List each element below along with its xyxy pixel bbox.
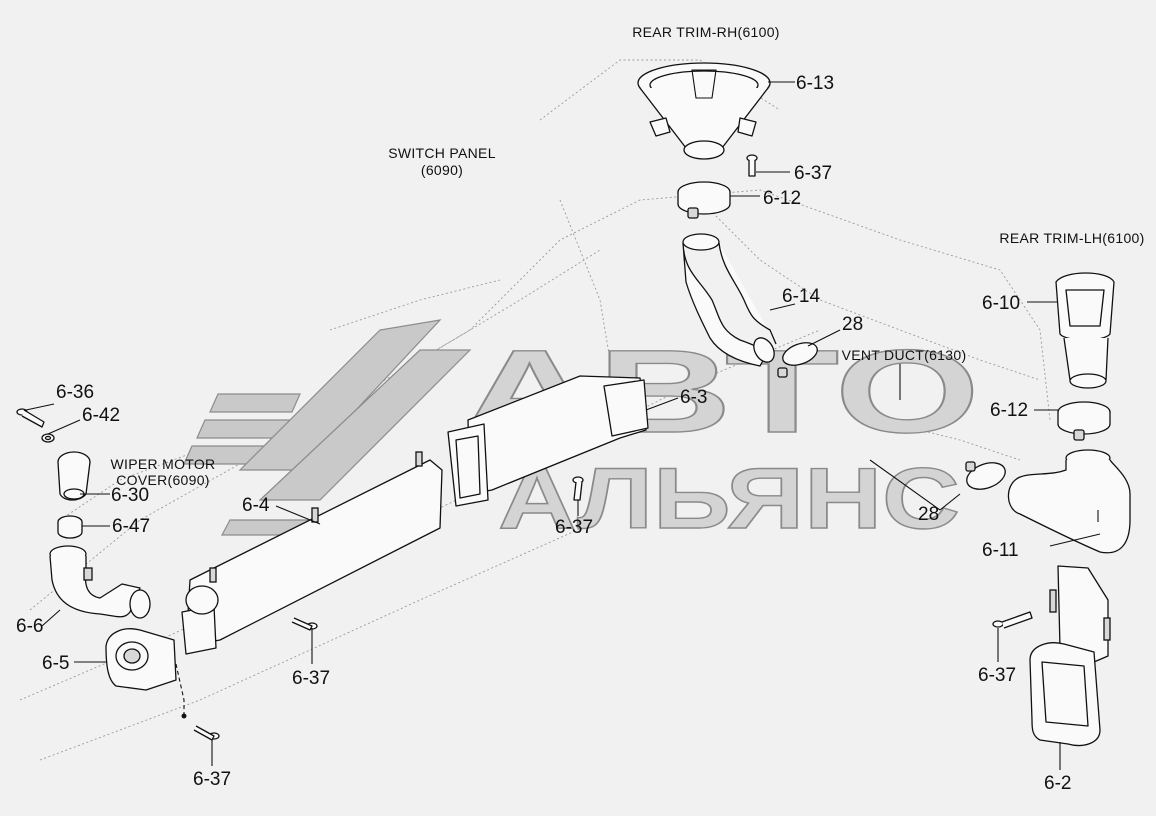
callout-28-right: 28 xyxy=(918,504,939,525)
callout-6-37-center: 6-37 xyxy=(555,517,593,538)
part-6-47-seal xyxy=(57,515,83,539)
part-6-12-clamp-top xyxy=(677,181,731,219)
ref-wiper-cover-line2: COVER(6090) xyxy=(116,472,210,488)
ref-wiper-cover-line1: WIPER MOTOR xyxy=(111,456,216,472)
part-6-3-duct xyxy=(447,375,649,507)
part-6-37-screw-center xyxy=(572,476,584,501)
part-6-30-connector xyxy=(57,451,91,501)
ref-switch-panel-line2: (6090) xyxy=(421,162,463,178)
part-6-13-outlet xyxy=(637,62,771,160)
callout-6-37-top: 6-37 xyxy=(794,163,832,184)
part-28-clamp-right xyxy=(965,461,1006,490)
callout-6-3: 6-3 xyxy=(680,387,707,408)
part-28-clamp-top xyxy=(777,342,818,378)
callout-6-10: 6-10 xyxy=(982,293,1020,314)
part-6-37-screw-top xyxy=(746,154,758,177)
callout-6-37-mid: 6-37 xyxy=(292,668,330,689)
callout-6-14: 6-14 xyxy=(782,286,820,307)
part-6-5-bracket xyxy=(105,628,177,691)
callout-6-5: 6-5 xyxy=(42,653,69,674)
callout-6-6: 6-6 xyxy=(16,616,43,637)
part-6-6-duct xyxy=(49,545,151,619)
callout-6-2: 6-2 xyxy=(1044,773,1071,794)
part-6-36-screw xyxy=(16,408,45,428)
part-6-11-hose xyxy=(1007,449,1131,554)
leader-lines xyxy=(25,81,1101,770)
callout-6-13: 6-13 xyxy=(796,73,834,94)
callout-6-12-top: 6-12 xyxy=(763,188,801,209)
ref-vent-duct: VENT DUCT(6130) xyxy=(842,347,967,363)
callout-6-47: 6-47 xyxy=(112,516,150,537)
callout-6-4: 6-4 xyxy=(242,495,270,516)
ref-rear-trim-rh: REAR TRIM-RH(6100) xyxy=(632,24,780,40)
part-6-42-washer xyxy=(41,433,55,443)
callout-6-37-bottom: 6-37 xyxy=(193,769,231,790)
part-6-37-screw-right xyxy=(992,611,1033,629)
part-6-2-duct xyxy=(1029,565,1111,747)
callout-6-36: 6-36 xyxy=(56,382,94,403)
ref-switch-panel-line1: SWITCH PANEL xyxy=(388,145,496,161)
callout-28-top: 28 xyxy=(842,314,863,335)
callout-6-11: 6-11 xyxy=(982,540,1019,561)
part-6-37-screw-bottom xyxy=(193,725,220,741)
ref-rear-trim-lh: REAR TRIM-LH(6100) xyxy=(999,230,1144,246)
part-6-37-screw-mid xyxy=(291,617,318,631)
part-6-14-hose xyxy=(682,233,777,367)
callout-6-42: 6-42 xyxy=(82,405,120,426)
part-6-10-outlet xyxy=(1055,272,1115,389)
part-6-12-clamp-right xyxy=(1057,401,1111,441)
callout-6-30: 6-30 xyxy=(111,485,149,506)
part-6-4-duct xyxy=(181,451,443,655)
callout-6-12-right: 6-12 xyxy=(990,400,1028,421)
callout-6-37-right: 6-37 xyxy=(978,665,1016,686)
